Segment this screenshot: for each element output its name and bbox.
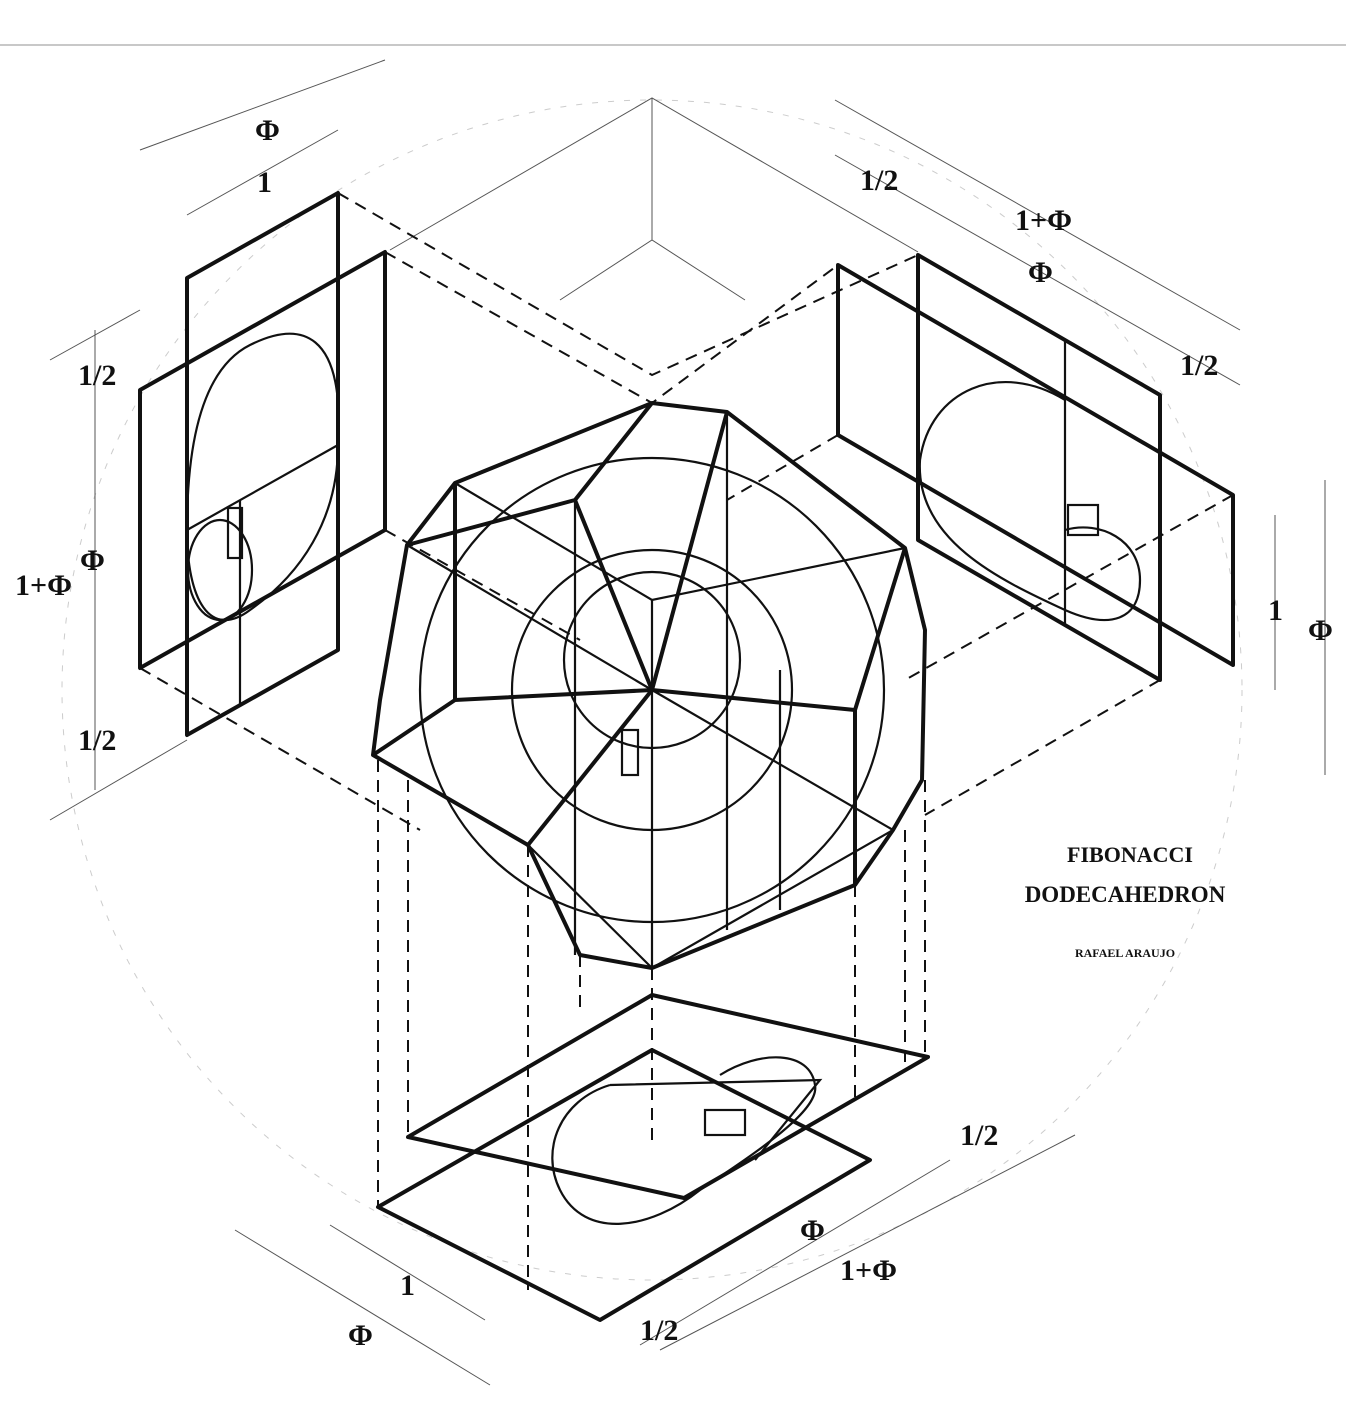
construction-circle bbox=[61, 99, 1243, 1281]
dim-label: 1 bbox=[1268, 594, 1283, 627]
left-golden-rectangle-panel bbox=[49, 59, 387, 821]
dim-label: 1/2 bbox=[78, 724, 116, 757]
dim-label: Φ bbox=[348, 1319, 373, 1352]
dim-label: 1+Φ bbox=[840, 1254, 897, 1287]
dim-label: 1 bbox=[257, 166, 272, 199]
title-line-2: DODECAHEDRON bbox=[1024, 882, 1226, 907]
dim-label: 1/2 bbox=[860, 164, 898, 197]
title-line-1: FIBONACCI bbox=[1067, 842, 1193, 867]
author: RAFAEL ARAUJO bbox=[1074, 946, 1176, 960]
dim-label: Φ bbox=[1028, 256, 1053, 289]
dim-label: 1/2 bbox=[1180, 349, 1218, 382]
dim-label: 1/2 bbox=[640, 1314, 678, 1347]
dim-label: Φ bbox=[1308, 614, 1333, 647]
dim-label: Φ bbox=[255, 114, 280, 147]
dimension-labels: Φ 1 1/2 1+Φ Φ 1/2 1/2 1+Φ Φ 1/2 1 Φ 1/2 … bbox=[15, 114, 1333, 1352]
dodecahedron bbox=[371, 401, 927, 970]
dim-label: 1/2 bbox=[78, 359, 116, 392]
dim-label: 1+Φ bbox=[15, 569, 72, 602]
dim-label: 1/2 bbox=[960, 1119, 998, 1152]
dim-label: Φ bbox=[800, 1214, 825, 1247]
dim-label: 1 bbox=[400, 1269, 415, 1302]
bottom-golden-rectangle-panel bbox=[234, 993, 1076, 1386]
dim-label: Φ bbox=[80, 544, 105, 577]
top-bar bbox=[0, 0, 1346, 46]
right-golden-rectangle-panel bbox=[834, 99, 1326, 775]
dim-label: 1+Φ bbox=[1015, 204, 1072, 237]
